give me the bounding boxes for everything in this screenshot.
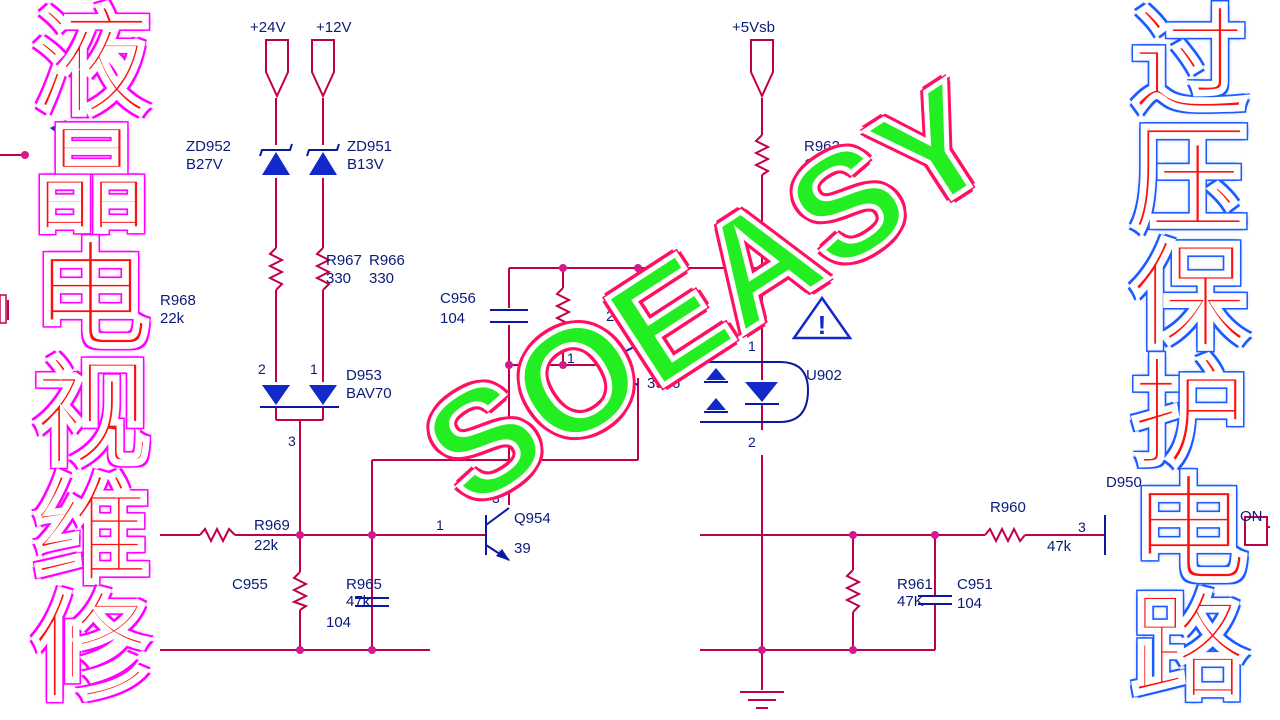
title-left: 液 晶 电 视 维 修: [4, 0, 179, 715]
label-r964-val: 2K: [606, 308, 624, 325]
on-connector: [1244, 516, 1268, 546]
label-q954-val: 39: [514, 540, 531, 557]
pin-label: 1: [436, 517, 444, 533]
resistor-r967: [267, 247, 285, 291]
svg-text:!: !: [818, 310, 827, 340]
resistor-r969: [199, 526, 236, 544]
label-c955-ref: C955: [232, 576, 268, 593]
label-r966-val: 330: [369, 270, 394, 287]
label-c956-val: 104: [440, 310, 465, 327]
label-r961-ref: R961: [897, 576, 933, 593]
resistor-r965: [291, 571, 309, 611]
label-r962-ref: R962: [804, 138, 840, 155]
pin-label: 3: [1078, 519, 1086, 535]
title-left-char: 晶: [31, 115, 152, 247]
label-r967-val: 330: [326, 270, 351, 287]
label-r961-val: 47K: [897, 593, 924, 610]
pin-label: 1: [567, 350, 575, 366]
label-c951-ref: C951: [957, 576, 993, 593]
label-on: ON: [1240, 508, 1263, 525]
label-r960-val: 47k: [1047, 538, 1072, 555]
label-r969-ref: R969: [254, 517, 290, 534]
label-r968-val: 22k: [160, 310, 185, 327]
pin-label: 1: [310, 361, 318, 377]
transistor-q951: [611, 344, 639, 386]
transistor-q954: [470, 507, 510, 561]
title-right-char: 保: [1129, 232, 1250, 364]
label-q951-val: 3906: [647, 375, 680, 392]
label-c951-val: 104: [957, 595, 982, 612]
label-c955-val: 104: [326, 614, 351, 631]
pin-label: 3: [492, 490, 500, 506]
resistor-r966: [314, 247, 332, 291]
pin-label: 2: [258, 361, 266, 377]
title-right: 过 压 保 护 电 路: [1102, 0, 1277, 715]
label-12v: +12V: [316, 19, 351, 36]
label-d953-ref: D953: [346, 367, 382, 384]
label-q954-ref: Q954: [514, 510, 551, 527]
left-edge-fragment: [0, 120, 66, 324]
title-right-char: 压: [1129, 115, 1250, 247]
label-5vsb: +5Vsb: [732, 19, 775, 36]
label-r964-ref: R964: [606, 290, 642, 307]
pin-label: 3: [288, 433, 296, 449]
resistor-r960: [984, 526, 1026, 544]
ground-symbol: [740, 691, 784, 709]
junction-dots: [21, 151, 939, 654]
label-24v: +24V: [250, 19, 285, 36]
label-u902-ref: U902: [806, 367, 842, 384]
pin-label: 2: [748, 434, 756, 450]
label-zd952-ref: ZD952: [186, 138, 231, 155]
title-right-char: 电: [1129, 466, 1250, 598]
title-left-char: 维: [31, 466, 152, 598]
resistor-r964: [554, 287, 572, 333]
rail-connector-5vsb: [750, 39, 774, 99]
zener-zd952: [259, 143, 293, 175]
label-zd952-val: B27V: [186, 156, 223, 173]
title-left-char: 液: [31, 0, 152, 130]
labels: +24V +12V +5Vsb ZD952 B27V ZD951 B13V R9…: [160, 19, 1263, 631]
pin-label: 2: [625, 319, 633, 335]
warning-icon: !: [791, 295, 853, 340]
capacitor-c956: [490, 309, 528, 323]
label-r962-val: 1K: [804, 156, 822, 173]
label-r965-val: 47k: [346, 593, 371, 610]
label-r967-ref: R967: [326, 252, 362, 269]
title-right-char: 过: [1129, 0, 1250, 130]
title-right-char: 路: [1129, 583, 1250, 715]
label-r966-ref: R966: [369, 252, 405, 269]
title-left-char: 视: [31, 349, 152, 481]
label-d953-val: BAV70: [346, 385, 392, 402]
pin-label: 3: [625, 391, 633, 407]
label-d950-ref: D950: [1106, 474, 1142, 491]
title-left-char: 电: [31, 232, 152, 364]
capacitor-c951: [918, 595, 952, 605]
title-right-char: 护: [1129, 349, 1250, 481]
label-r969-val: 22k: [254, 537, 279, 554]
optocoupler-u902: [700, 361, 810, 423]
label-zd951-ref: ZD951: [347, 138, 392, 155]
label-q951-ref: Q951: [650, 348, 687, 365]
label-r960-ref: R960: [990, 499, 1026, 516]
resistor-r962: [753, 134, 771, 176]
rail-connector-12v: [311, 39, 335, 99]
resistor-r961: [844, 569, 862, 613]
pin-label: 1: [748, 338, 756, 354]
zener-zd951: [306, 143, 340, 175]
rail-connector-24v: [265, 39, 289, 99]
label-zd951-val: B13V: [347, 156, 384, 173]
diode-d953: [260, 385, 339, 408]
title-left-char: 修: [31, 583, 152, 715]
label-c956-ref: C956: [440, 290, 476, 307]
capacitor-c955: [355, 597, 389, 607]
label-r965-ref: R965: [346, 576, 382, 593]
label-r968-ref: R968: [160, 292, 196, 309]
